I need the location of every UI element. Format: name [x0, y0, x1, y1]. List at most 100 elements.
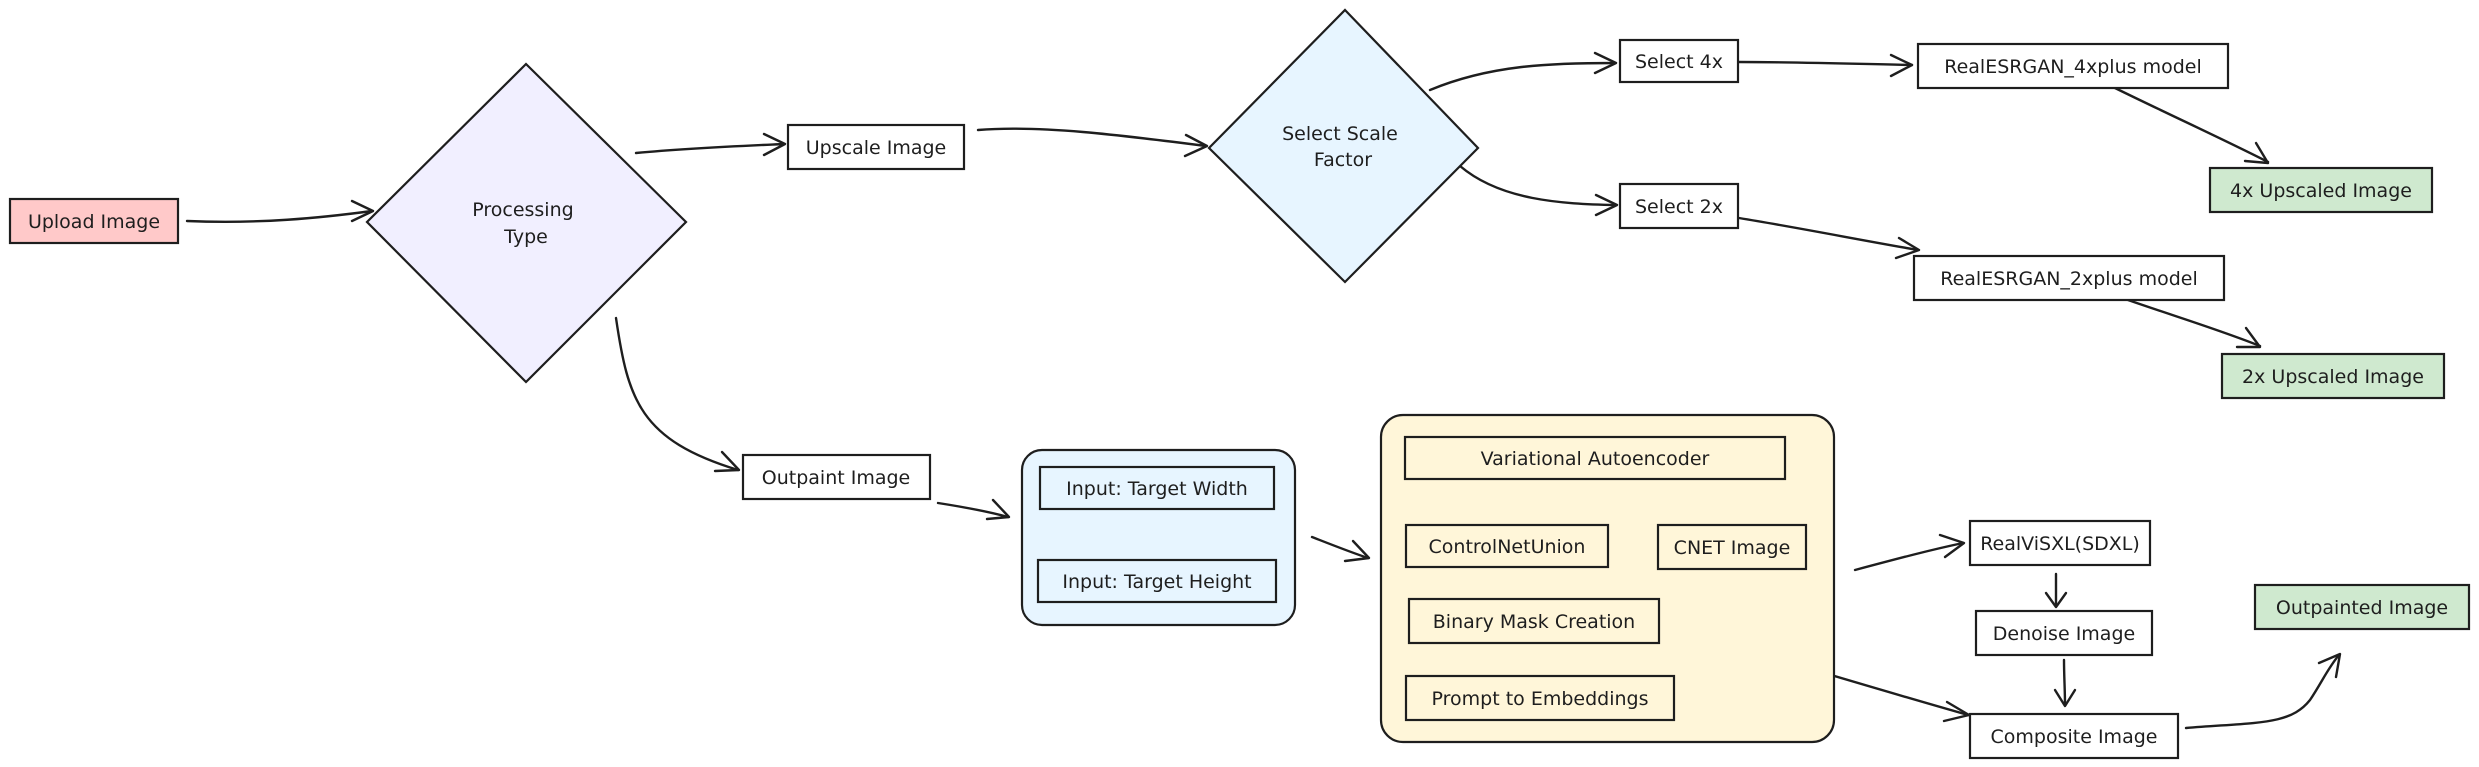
edge-2x-to-model: [1737, 216, 1920, 252]
group-outpaint-processing: Variational Autoencoder ControlNetUnion …: [1379, 413, 1836, 744]
outpainted-image-label: Outpainted Image: [2276, 597, 2448, 619]
cnet-image-box: [1656, 523, 1808, 571]
node-2x-upscaled-image[interactable]: 2x Upscaled Image: [2220, 352, 2446, 400]
arrowhead-icon: [350, 199, 375, 223]
node-upload-image[interactable]: Upload Image: [8, 197, 180, 245]
upscale-image-box: [786, 123, 966, 171]
node-upscale-image[interactable]: Upscale Image: [786, 123, 966, 171]
node-binary-mask-creation[interactable]: Binary Mask Creation: [1407, 597, 1661, 645]
edge-processing-to-outpaint: [614, 316, 740, 472]
node-4x-upscaled-image[interactable]: 4x Upscaled Image: [2208, 166, 2434, 214]
node-target-width[interactable]: Input: Target Width: [1038, 465, 1276, 511]
realesrgan-4x-box: [1916, 42, 2230, 90]
upscaled-2x-label: 2x Upscaled Image: [2242, 366, 2424, 388]
scale-factor-label: Select Scale Factor: [1282, 123, 1404, 171]
upload-image-label: Upload Image: [28, 211, 160, 233]
controlnet-union-label: ControlNetUnion: [1429, 536, 1586, 558]
arrowhead-icon: [1894, 236, 1921, 260]
node-target-height[interactable]: Input: Target Height: [1036, 558, 1278, 604]
outpaint-image-box: [741, 453, 932, 501]
arrowhead-icon: [2317, 652, 2342, 679]
node-outpainted-image[interactable]: Outpainted Image: [2253, 583, 2471, 631]
binary-mask-label: Binary Mask Creation: [1433, 611, 1635, 633]
edge-upload-to-processing: [185, 209, 374, 223]
node-denoise-image[interactable]: Denoise Image: [1974, 609, 2154, 657]
upscale-image-label: Upscale Image: [806, 137, 946, 159]
arrowhead-icon: [1593, 51, 1618, 75]
prompt-embeddings-label: Prompt to Embeddings: [1432, 688, 1649, 710]
target-height-label: Input: Target Height: [1062, 571, 1251, 593]
denoise-image-box: [1974, 609, 2154, 657]
denoise-image-label: Denoise Image: [1993, 623, 2135, 645]
vae-label: Variational Autoencoder: [1481, 448, 1710, 470]
node-realvisxl[interactable]: RealViSXL(SDXL): [1968, 519, 2152, 567]
arrowhead-icon: [713, 450, 741, 473]
upscaled-2x-box: [2220, 352, 2446, 400]
controlnet-union-box: [1404, 523, 1610, 569]
arrowhead-icon: [762, 132, 787, 157]
prompt-embeddings-box: [1404, 674, 1676, 722]
edge-denoise-to-composite: [2062, 658, 2067, 707]
arrowhead-icon: [1594, 193, 1619, 217]
target-height-box: [1036, 558, 1278, 604]
arrowhead-icon: [2053, 688, 2077, 708]
select-4x-box: [1618, 38, 1740, 84]
edge-model-to-4x-output: [2113, 86, 2270, 164]
realvisxl-box: [1968, 519, 2152, 567]
vae-box: [1403, 435, 1787, 481]
node-composite-image[interactable]: Composite Image: [1968, 712, 2180, 760]
processing-group-container: [1379, 413, 1836, 744]
select-4x-label: Select 4x: [1635, 51, 1723, 73]
arrowhead-icon: [1183, 133, 1209, 158]
realvisxl-label: RealViSXL(SDXL): [1980, 533, 2140, 555]
realesrgan-2x-label: RealESRGAN_2xplus model: [1940, 268, 2197, 290]
node-select-scale-factor[interactable]: Select Scale Factor: [1207, 8, 1480, 284]
edge-scale-to-4x: [1428, 61, 1617, 92]
composite-image-box: [1968, 712, 2180, 760]
edge-inputs-to-processing-group: [1310, 535, 1370, 560]
arrowhead-icon: [985, 498, 1011, 521]
node-select-4x[interactable]: Select 4x: [1618, 38, 1740, 84]
node-processing-type[interactable]: Processing Type: [365, 62, 688, 384]
node-realesrgan-4x[interactable]: RealESRGAN_4xplus model: [1916, 42, 2230, 90]
group-target-inputs: Input: Target Width Input: Target Height: [1020, 448, 1297, 627]
realesrgan-4x-label: RealESRGAN_4xplus model: [1944, 56, 2201, 78]
node-controlnet-union[interactable]: ControlNetUnion: [1404, 523, 1610, 569]
edge-scale-to-2x: [1458, 164, 1618, 207]
edge-group-to-realvisxl: [1853, 541, 1965, 572]
node-vae[interactable]: Variational Autoencoder: [1403, 435, 1787, 481]
processing-type-diamond: [365, 62, 688, 384]
outpaint-image-label: Outpaint Image: [762, 467, 910, 489]
target-width-box: [1038, 465, 1276, 511]
upscaled-4x-label: 4x Upscaled Image: [2230, 180, 2412, 202]
realesrgan-2x-box: [1912, 254, 2226, 302]
node-outpaint-image[interactable]: Outpaint Image: [741, 453, 932, 501]
target-width-label: Input: Target Width: [1066, 478, 1248, 500]
edge-processing-to-upscale: [634, 142, 786, 155]
edge-composite-to-outpainted: [2184, 653, 2341, 730]
upload-image-box: [8, 197, 180, 245]
arrowhead-icon: [1889, 53, 1914, 78]
arrowhead-icon: [2044, 591, 2068, 609]
cnet-image-label: CNET Image: [1674, 537, 1791, 559]
arrowhead-icon: [2235, 326, 2262, 349]
composite-image-label: Composite Image: [1991, 726, 2158, 748]
nodes: Upload Image Processing Type Upscale Ima…: [8, 8, 2471, 760]
upscaled-4x-box: [2208, 166, 2434, 214]
edge-4x-to-model: [1737, 60, 1914, 67]
node-prompt-to-embeddings[interactable]: Prompt to Embeddings: [1404, 674, 1676, 722]
node-select-2x[interactable]: Select 2x: [1618, 182, 1740, 230]
binary-mask-box: [1407, 597, 1661, 645]
edge-model-to-2x-output: [2126, 298, 2262, 348]
node-cnet-image[interactable]: CNET Image: [1656, 523, 1808, 571]
edge-upscale-to-scale: [976, 127, 1208, 148]
select-2x-label: Select 2x: [1635, 196, 1723, 218]
arrowhead-icon: [2243, 141, 2270, 165]
processing-type-label: Processing Type: [472, 199, 580, 248]
arrowhead-icon: [1938, 533, 1966, 559]
node-realesrgan-2x[interactable]: RealESRGAN_2xplus model: [1912, 254, 2226, 302]
edge-outpaint-to-inputs: [936, 501, 1010, 519]
select-2x-box: [1618, 182, 1740, 230]
outpainted-image-box: [2253, 583, 2471, 631]
